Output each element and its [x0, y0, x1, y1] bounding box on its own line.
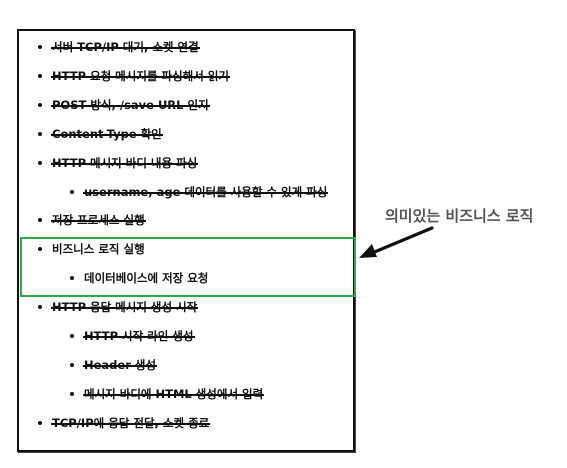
bullet-icon: [38, 45, 42, 49]
bullet-icon: [70, 392, 74, 396]
step-label: Header 생성: [82, 358, 158, 372]
bullet-icon: [38, 421, 42, 425]
arrow-left-icon: [359, 226, 434, 258]
step-label: 저장 프로세스 실행: [51, 213, 146, 227]
step-label: 데이터베이스에 저장 요청: [84, 271, 209, 285]
step-label: 서버 TCP/IP 대기, 소켓 연결: [51, 40, 200, 54]
step-label: Content-Type 확인: [51, 127, 163, 141]
step-label: HTTP 메시지 바디 내용 파싱: [50, 156, 199, 170]
bullet-icon: [38, 161, 42, 165]
bullet-icon: [38, 132, 42, 136]
bullet-icon: [70, 190, 74, 194]
bullet-icon: [38, 218, 42, 222]
bullet-icon: [38, 247, 42, 251]
business-logic-callout: 의미있는 비즈니스 로직: [385, 207, 534, 225]
bullet-icon: [70, 363, 74, 367]
bullet-icon: [38, 74, 42, 78]
step-label: POST 방식, /save URL 인지: [51, 98, 210, 112]
step-label: 메시지 바디에 HTML 생성에서 입력: [82, 387, 265, 401]
step-label: HTTP 응답 메시지 생성 시작: [50, 300, 199, 314]
bullet-icon: [70, 276, 74, 280]
bullet-icon: [38, 305, 42, 309]
step-label: TCP/IP에 응답 전달, 소켓 종료: [50, 416, 211, 430]
step-label: 비즈니스 로직 실행: [52, 242, 145, 256]
business-logic-highlight: [20, 237, 356, 297]
step-label: HTTP 요청 메시지를 파싱해서 읽기: [51, 69, 230, 83]
step-label: HTTP 시작 라인 생성: [83, 329, 194, 343]
step-label: username, age 데이터를 사용할 수 있게 파싱: [82, 185, 329, 199]
bullet-icon: [38, 103, 42, 107]
bullet-icon: [70, 334, 74, 338]
